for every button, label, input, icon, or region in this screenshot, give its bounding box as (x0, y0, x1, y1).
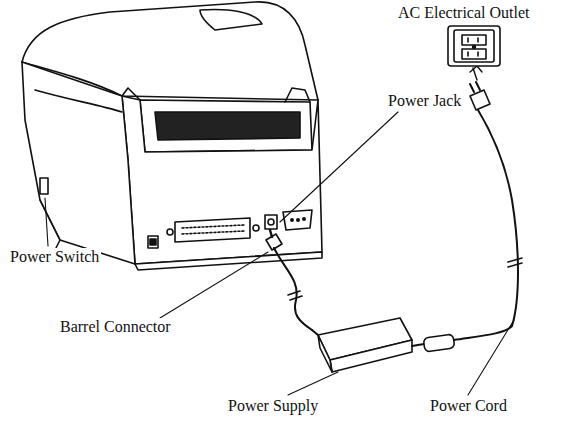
leader-line (45, 198, 48, 246)
part-label: Power Switch (8, 248, 101, 266)
ac-outlet (448, 26, 500, 66)
power-jack (265, 215, 277, 229)
power-plug (470, 90, 490, 110)
part-label: AC Electrical Outlet (396, 4, 532, 22)
part-label: Power Jack (386, 92, 463, 110)
part-label: Barrel Connector (58, 318, 173, 336)
part-label: Power Supply (226, 397, 320, 415)
part-label: Power Cord (428, 397, 509, 415)
power-switch (40, 178, 48, 194)
